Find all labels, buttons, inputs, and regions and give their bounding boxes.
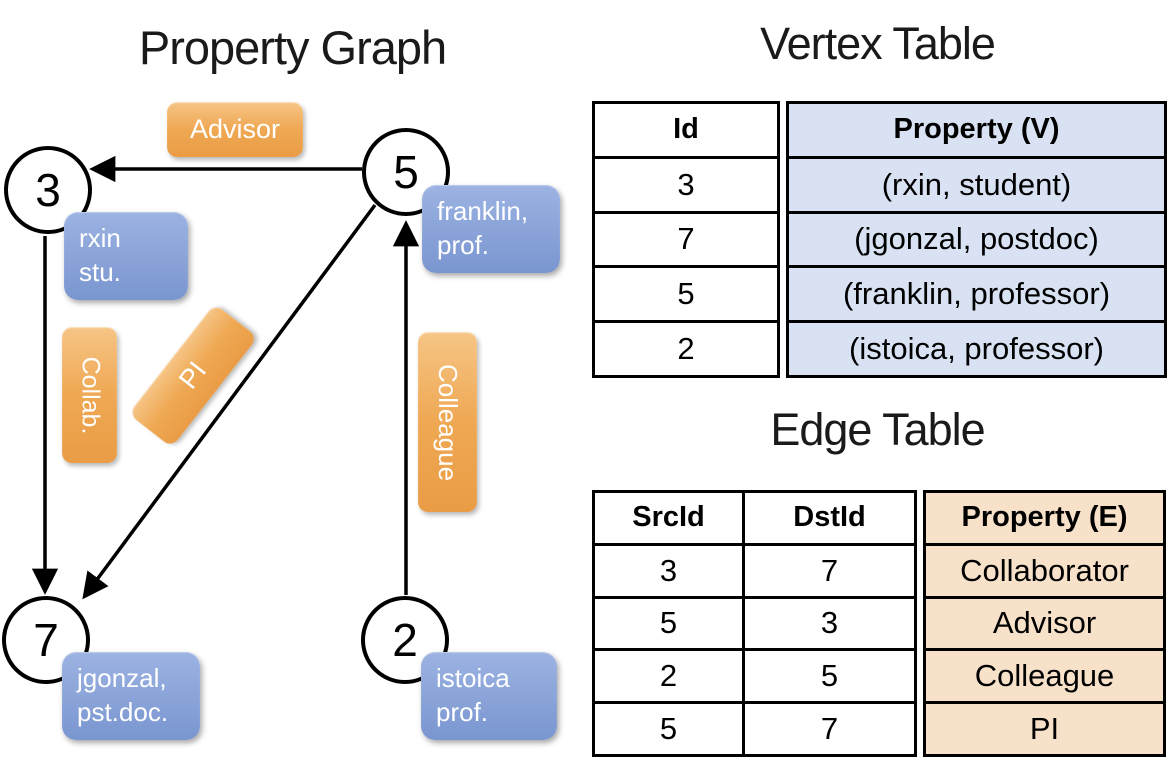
edge-label-collab-text: Collab.	[76, 356, 105, 434]
edge-srcid-cell: 5	[595, 704, 745, 754]
vertex-property-cell: (jgonzal, postdoc)	[789, 210, 1164, 266]
edge-property-cell: PI	[926, 701, 1163, 754]
node-id-3: 3	[35, 164, 61, 216]
vertex-prop-line2: prof.	[437, 230, 490, 261]
edge-dstid-cell: 5	[820, 658, 839, 694]
vertex-table-property-column: Property (V) (rxin, student) (jgonzal, p…	[786, 101, 1167, 378]
tables-panel: Vertex Table Id 3 7 5 2 Property (V) (rx…	[585, 0, 1170, 760]
edge-label-collab: Collab.	[62, 327, 117, 463]
edge-table-title: Edge Table	[770, 404, 985, 455]
vertex-id-cell: 2	[595, 320, 777, 375]
edge-pi-arrow	[82, 203, 377, 600]
edge-src-dst-row: 5 7	[595, 701, 914, 754]
vertex-property-cell: (franklin, professor)	[789, 265, 1164, 320]
edge-label-advisor: Advisor	[167, 102, 303, 157]
vertex-property-cell: (rxin, student)	[789, 155, 1164, 211]
property-graph-panel: Property Graph Advisor Collab. PI Collea…	[2, 21, 560, 740]
vertex-id-cell: 7	[595, 210, 777, 266]
vertex-prop-box-jgonzal: jgonzal, pst.doc.	[62, 652, 200, 740]
edge-table-property-column: Property (E) Collaborator Advisor Collea…	[923, 490, 1166, 757]
edge-dstid-header: DstId	[793, 501, 866, 534]
vertex-id-header: Id	[673, 113, 699, 146]
property-graph-title: Property Graph	[138, 21, 447, 74]
edge-srcid-header: SrcId	[595, 493, 745, 543]
edge-property-cell: Advisor	[926, 595, 1163, 649]
edge-property-cell: Collaborator	[926, 542, 1163, 596]
vertex-prop-line1: jgonzal,	[77, 663, 167, 693]
edge-src-dst-header-row: SrcId DstId	[595, 493, 914, 543]
node-circle-2: 2	[361, 596, 449, 684]
vertex-prop-line2: pst.doc.	[77, 697, 169, 728]
edge-dstid-cell: 7	[820, 711, 839, 747]
graph-edge-arrows	[31, 155, 420, 600]
edge-srcid-cell: 3	[595, 545, 745, 596]
edge-src-dst-row: 5 3	[595, 595, 914, 649]
vertex-prop-box-rxin: rxin stu.	[64, 212, 188, 300]
edge-label-advisor-text: Advisor	[189, 114, 281, 144]
node-id-2: 2	[392, 614, 418, 666]
vertex-prop-line1: istoica	[436, 663, 510, 693]
node-id-7: 7	[33, 614, 59, 666]
vertex-id-cell: 5	[595, 265, 777, 320]
edge-dstid-cell: 7	[820, 552, 839, 588]
vertex-prop-box-franklin: franklin, prof.	[422, 185, 560, 273]
edge-label-colleague: Colleague	[418, 332, 477, 512]
vertex-table-title: Vertex Table	[760, 18, 996, 69]
vertex-prop-line1: franklin,	[437, 196, 529, 226]
vertex-prop-line2: stu.	[79, 257, 121, 288]
node-id-5: 5	[393, 146, 419, 198]
edge-label-pi-text: PI	[172, 355, 213, 395]
edge-src-dst-row: 3 7	[595, 542, 914, 596]
vertex-property-header: Property (V)	[893, 113, 1060, 146]
edge-srcid-cell: 5	[595, 598, 745, 649]
edge-label-colleague-text: Colleague	[433, 363, 463, 481]
vertex-table-id-column: Id 3 7 5 2	[592, 101, 780, 378]
vertex-property-cell: (istoica, professor)	[789, 320, 1164, 375]
vertex-prop-box-istoica: istoica prof.	[421, 652, 557, 740]
edge-property-header: Property (E)	[961, 501, 1128, 534]
node-circle-5: 5	[362, 128, 450, 216]
edge-property-cell: Colleague	[926, 648, 1163, 701]
edge-srcid-cell: 2	[595, 651, 745, 702]
vertex-prop-line2: prof.	[436, 697, 489, 728]
vertex-prop-line1: rxin	[79, 223, 121, 253]
edge-src-dst-row: 2 5	[595, 648, 914, 702]
vertex-id-cell: 3	[595, 155, 777, 211]
edge-table-src-dst-columns: SrcId DstId 3 7 5 3 2 5	[592, 490, 917, 757]
edge-dstid-cell: 3	[820, 605, 839, 641]
